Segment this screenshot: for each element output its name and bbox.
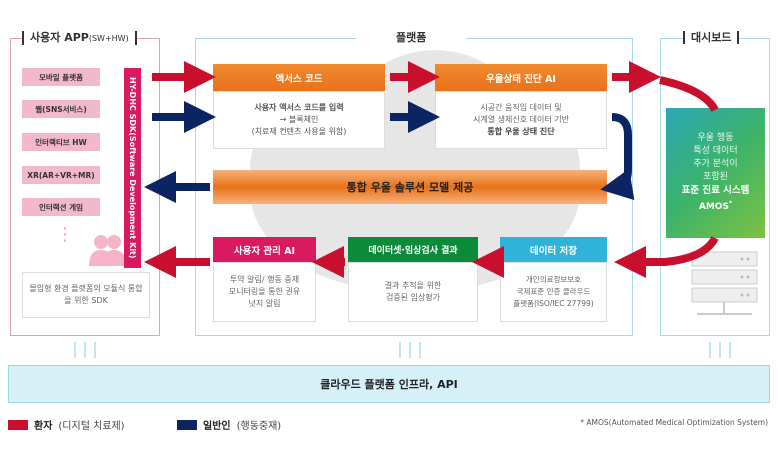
- arrow-red-curve-top: [659, 76, 719, 113]
- app-item-web: 웹(SNS서비스): [22, 100, 100, 118]
- amos-line: 포함된: [703, 172, 728, 182]
- dashboard-title: 대시보드: [683, 31, 740, 44]
- access-code-line: 사용자 액서스 코드를 입력: [254, 103, 344, 112]
- user-app-title-suffix: (SW+HW): [88, 34, 129, 43]
- app-item-game: 인터랙션 게임: [22, 198, 100, 216]
- app-item-mobile: 모바일 플랫폼: [22, 68, 100, 86]
- legend-swatch-navy: [177, 419, 197, 430]
- user-mgmt-ai-body: 투약 알림/ 행동 중재 모니터링을 통한 권유 넛지 알림: [213, 262, 316, 322]
- storage-header: 데이터 저장: [500, 237, 607, 262]
- amos-name: AMOS*: [666, 197, 765, 214]
- amos-name-text: AMOS: [698, 202, 729, 212]
- app-item-xr: XR(AR+VR+MR): [22, 166, 100, 184]
- diagnosis-line: 시계열 생체신호 데이터 기반: [473, 115, 569, 124]
- user-app-title-text: 사용자 APP: [30, 31, 89, 44]
- user-app-title: 사용자 APP(SW+HW): [22, 31, 137, 45]
- platform-title-text: 플랫폼: [396, 31, 427, 44]
- server-icon: [672, 250, 762, 330]
- platform-title: 플랫폼: [356, 31, 467, 44]
- diagnosis-line: 시공간 움직임 데이터 및: [480, 103, 562, 112]
- legend-patient-label: 환자: [34, 421, 53, 432]
- legend-patient: 환자 (디지털 치료제): [8, 417, 125, 432]
- legend-general: 일반인 (행동중재): [177, 417, 281, 432]
- user-mgmt-line: 투약 알림/ 행동 중재: [229, 275, 300, 284]
- user-mgmt-line: 모니터링을 통한 권유: [228, 287, 301, 296]
- arrow-navy-curve: [600, 113, 635, 201]
- storage-line: 국제표준 인증 클라우드: [516, 287, 591, 296]
- dataset-header: 데이터셋·임상검사 결과: [348, 237, 478, 262]
- legend-patient-desc: (디지털 치료제): [58, 421, 125, 432]
- dataset-line: 결과 추적을 위한: [384, 281, 442, 290]
- access-code-header: 액서스 코드: [213, 64, 385, 91]
- amos-title: 표준 진료 시스템: [681, 185, 750, 196]
- dashboard-title-text: 대시보드: [691, 31, 732, 44]
- footnote: * AMOS(Automated Medical Optimization Sy…: [580, 418, 768, 427]
- sdk-description: 몰입형 환경 플랫폼의 모듈식 통합을 위한 SDK: [22, 272, 150, 318]
- access-code-line: → 블록체인: [279, 115, 319, 124]
- ellipsis: ⋮: [56, 224, 74, 245]
- amos-line: 추가 분석이: [693, 159, 738, 169]
- access-code-line: (치료제 컨텐츠 사용을 위함): [251, 127, 347, 136]
- cloud-infra-bar: 클라우드 플랫폼 인프라, API: [8, 365, 770, 403]
- access-code-body: 사용자 액서스 코드를 입력 → 블록체인 (치료제 컨텐츠 사용을 위함): [213, 91, 385, 149]
- diagnosis-ai-header: 우울상태 진단 AI: [435, 64, 607, 91]
- amos-line: 우울 행동: [697, 133, 734, 143]
- solution-bar: 통합 우울 솔루션 모델 제공: [213, 170, 607, 204]
- legend-general-desc: (행동중재): [236, 421, 282, 432]
- users-icon: [88, 232, 128, 268]
- app-item-interactive-hw: 인터랙티브 HW: [22, 133, 100, 151]
- arrow-red-curve-bottom: [614, 235, 719, 278]
- sdk-bar: HY-DHC SDK(Software Development Kit): [124, 68, 141, 268]
- dataset-line: 검증된 임상평가: [385, 293, 441, 302]
- up-arrows: [74, 342, 731, 358]
- amos-line: 특성 데이터: [693, 146, 738, 156]
- diagnosis-line: 통합 우울 상태 진단: [487, 127, 555, 136]
- user-mgmt-ai-header: 사용자 관리 AI: [213, 237, 316, 262]
- legend-swatch-red: [8, 419, 28, 430]
- storage-line: 개인의료정보보호: [525, 275, 582, 284]
- user-mgmt-line: 넛지 알림: [248, 299, 281, 308]
- storage-line: 플랫폼(ISO/IEC 27799): [513, 299, 594, 308]
- diagnosis-ai-body: 시공간 움직임 데이터 및 시계열 생체신호 데이터 기반 통합 우울 상태 진…: [435, 91, 607, 149]
- dataset-body: 결과 추적을 위한 검증된 임상평가: [348, 262, 478, 322]
- amos-box: 우울 행동 특성 데이터 추가 분석이 포함된 표준 진료 시스템 AMOS*: [666, 108, 765, 238]
- amos-mark: *: [728, 200, 733, 207]
- storage-body: 개인의료정보보호 국제표준 인증 클라우드 플랫폼(ISO/IEC 27799): [500, 262, 607, 322]
- legend-general-label: 일반인: [203, 421, 231, 432]
